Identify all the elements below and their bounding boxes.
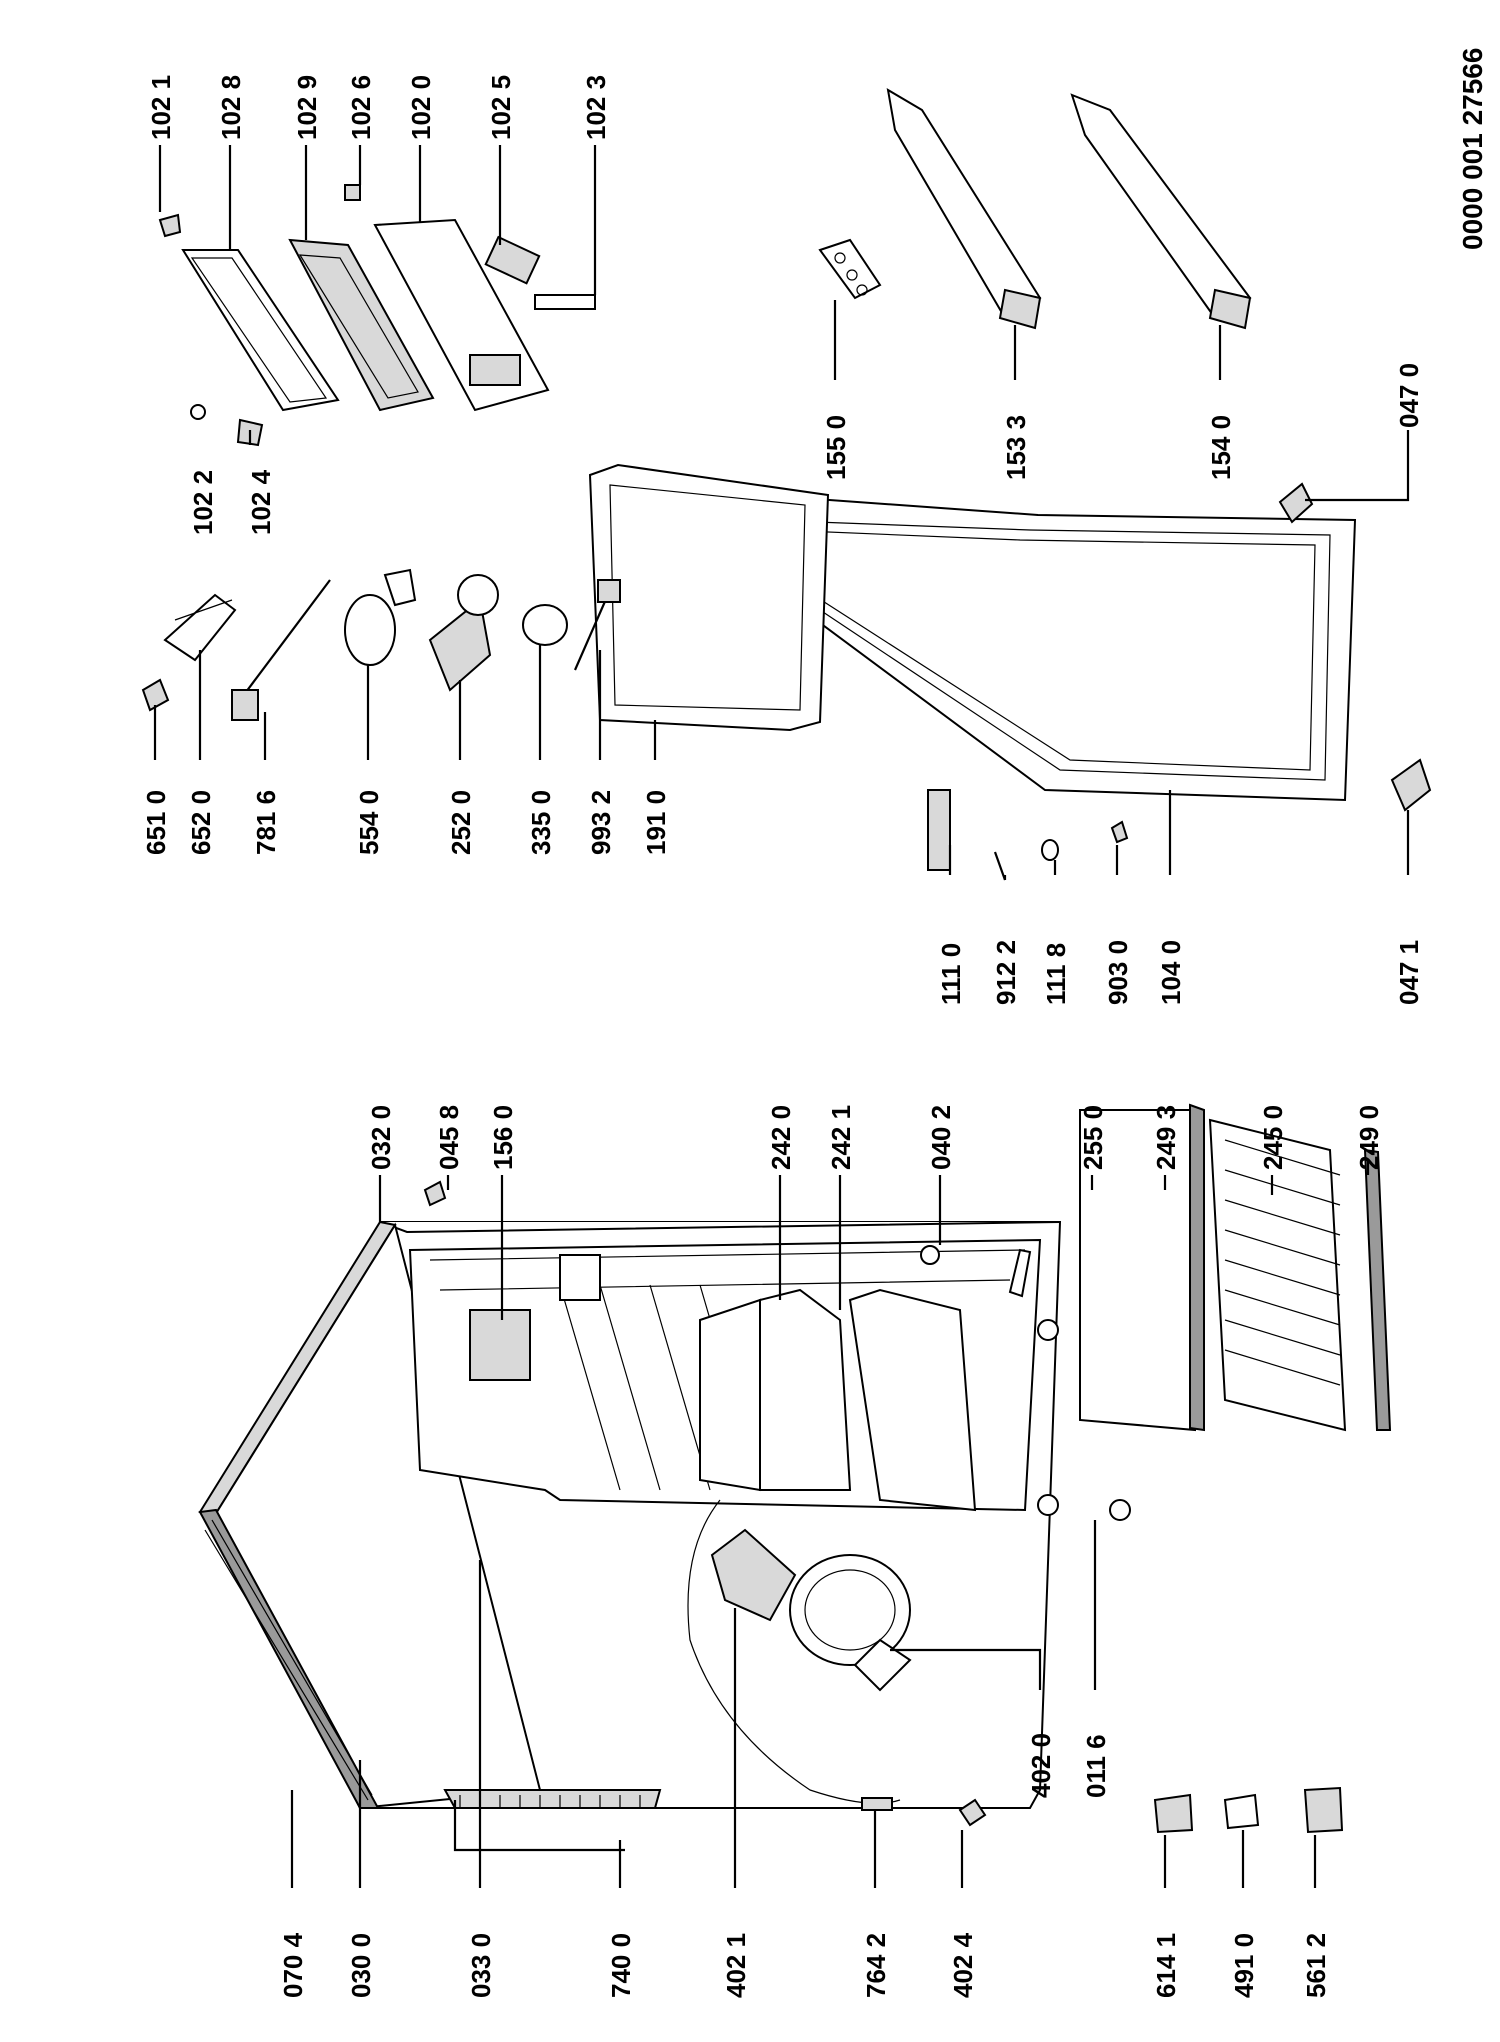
label-102-3: 102 3 [581, 75, 611, 140]
label-561-2: 561 2 [1301, 1933, 1331, 1998]
cabinet-drawing [198, 1220, 1062, 1852]
label-781-6: 781 6 [251, 790, 281, 855]
label-255-0: 255 0 [1078, 1105, 1108, 1170]
part-labels: 070 4 030 0 033 0 740 0 402 1 764 2 402 … [141, 75, 1424, 1998]
label-104-0: 104 0 [1156, 940, 1186, 1005]
label-764-2: 764 2 [861, 1933, 891, 1998]
label-102-0: 102 0 [406, 75, 436, 140]
label-155-0: 155 0 [821, 415, 851, 480]
label-047-0: 047 0 [1394, 363, 1424, 428]
label-047-1: 047 1 [1394, 940, 1424, 1005]
label-156-0: 156 0 [488, 1105, 518, 1170]
label-040-2: 040 2 [926, 1105, 956, 1170]
label-070-4: 070 4 [278, 1932, 308, 1998]
door-drawing [588, 463, 1357, 871]
label-249-3: 249 3 [1151, 1105, 1181, 1170]
label-491-0: 491 0 [1229, 1933, 1259, 1998]
freezer-door-drawing [158, 184, 596, 447]
label-030-0: 030 0 [346, 1933, 376, 1998]
label-242-1: 242 1 [826, 1105, 856, 1170]
label-033-0: 033 0 [466, 1933, 496, 1998]
label-652-0: 652 0 [186, 790, 216, 855]
shelves-drawing [1079, 1103, 1392, 1432]
label-249-0: 249 0 [1354, 1105, 1384, 1170]
document-id: 0000 001 27566 [1457, 48, 1488, 250]
door-bins-drawing [818, 88, 1252, 330]
label-102-4: 102 4 [246, 469, 276, 535]
label-903-0: 903 0 [1103, 940, 1133, 1005]
label-402-4: 402 4 [948, 1932, 978, 1998]
label-912-2: 912 2 [991, 940, 1021, 1005]
label-993-2: 993 2 [586, 790, 616, 855]
label-102-2: 102 2 [188, 470, 218, 535]
label-102-6: 102 6 [346, 75, 376, 140]
label-102-1: 102 1 [146, 75, 176, 140]
label-252-0: 252 0 [446, 790, 476, 855]
label-011-6: 011 6 [1081, 1734, 1111, 1798]
label-242-0: 242 0 [766, 1105, 796, 1170]
label-191-0: 191 0 [641, 790, 671, 855]
internal-components-drawing [141, 568, 621, 721]
label-102-5: 102 5 [486, 75, 516, 140]
label-335-0: 335 0 [526, 790, 556, 855]
label-402-0: 402 0 [1026, 1733, 1056, 1798]
label-554-0: 554 0 [354, 790, 384, 855]
label-111-0: 111 0 [936, 943, 966, 1005]
leader-lines [153, 145, 1410, 1888]
label-153-3: 153 3 [1001, 415, 1031, 480]
label-032-0: 032 0 [366, 1105, 396, 1170]
label-740-0: 740 0 [606, 1933, 636, 1998]
label-102-8: 102 8 [216, 75, 246, 140]
label-045-8: 045 8 [434, 1105, 464, 1170]
label-102-9: 102 9 [292, 75, 322, 140]
label-245-0: 245 0 [1258, 1105, 1288, 1170]
label-402-1: 402 1 [721, 1933, 751, 1998]
label-614-1: 614 1 [1151, 1933, 1181, 1998]
label-651-0: 651 0 [141, 790, 171, 855]
small-parts-drawing [423, 482, 1432, 1834]
label-111-8: 111 8 [1041, 943, 1071, 1005]
label-154-0: 154 0 [1206, 415, 1236, 480]
